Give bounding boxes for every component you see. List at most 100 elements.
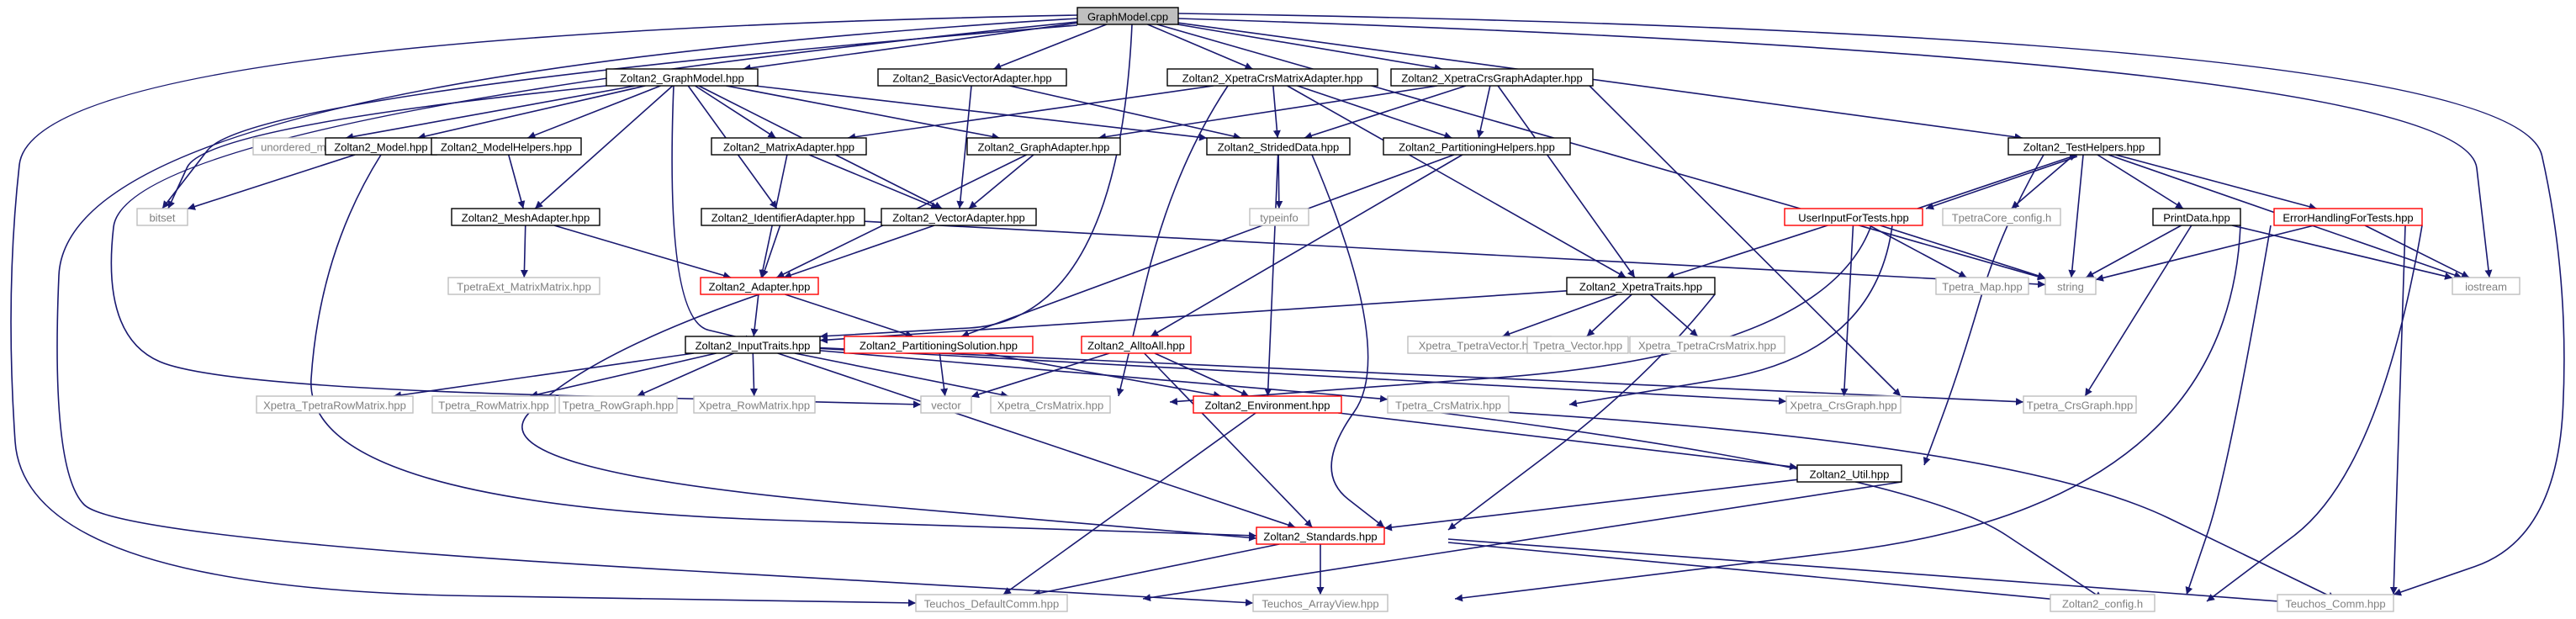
edge-userinputfortests-hpp-to-zoltan2-testhelpers-hpp bbox=[1917, 153, 2078, 209]
node-tpetra-vector-hpp[interactable]: Tpetra_Vector.hpp bbox=[1526, 336, 1629, 354]
node-zoltan2-adapter-hpp[interactable]: Zoltan2_Adapter.hpp bbox=[700, 277, 819, 295]
node-string[interactable]: string bbox=[2044, 277, 2097, 295]
node-zoltan2-xpetratraits-hpp[interactable]: Zoltan2_XpetraTraits.hpp bbox=[1566, 277, 1716, 295]
node-iostream[interactable]: iostream bbox=[2452, 277, 2520, 295]
node-zoltan2-testhelpers-hpp[interactable]: Zoltan2_TestHelpers.hpp bbox=[2007, 137, 2161, 156]
node-zoltan2-strideddata-hpp[interactable]: Zoltan2_StridedData.hpp bbox=[1206, 137, 1351, 156]
node-teuchos-arrayview-hpp[interactable]: Teuchos_ArrayView.hpp bbox=[1252, 594, 1389, 612]
node-tpetra-rowmatrix-hpp[interactable]: Tpetra_RowMatrix.hpp bbox=[431, 395, 556, 414]
node-label: Teuchos_DefaultComm.hpp bbox=[924, 598, 1059, 611]
edge-zoltan2-graphmodel-hpp-to-zoltan2-model-hpp bbox=[417, 85, 646, 140]
node-printdata-hpp[interactable]: PrintData.hpp bbox=[2152, 208, 2241, 226]
node-zoltan2-basicvectoradapter-hpp[interactable]: Zoltan2_BasicVectorAdapter.hpp bbox=[877, 68, 1067, 87]
node-label: Tpetra_CrsMatrix.hpp bbox=[1395, 399, 1501, 412]
node-label: Xpetra_TpetraVector.hpp bbox=[1419, 340, 1541, 352]
edge-zoltan2-environment-hpp-to-teuchos-defaultcomm-hpp bbox=[1002, 412, 1256, 595]
edge-zoltan2-inputtraits-hpp-to-tpetra-crsgraph-hpp bbox=[819, 347, 2024, 406]
edge-zoltan2-util-hpp-to-teuchos-defaultcomm-hpp bbox=[1142, 481, 1902, 602]
edge-userinputfortests-hpp-to-string bbox=[1880, 225, 2046, 280]
node-tpetra-crsmatrix-hpp[interactable]: Tpetra_CrsMatrix.hpp bbox=[1387, 395, 1510, 414]
node-xpetra-crsmatrix-hpp[interactable]: Xpetra_CrsMatrix.hpp bbox=[990, 395, 1111, 414]
node-graphmodel-cpp[interactable]: GraphModel.cpp bbox=[1076, 7, 1179, 25]
node-box bbox=[2273, 208, 2423, 226]
edge-zoltan2-xpetracrsgraphadapter-hpp-to-zoltan2-graphadapter-hpp bbox=[1098, 85, 1438, 141]
node-zoltan2-identifieradapter-hpp[interactable]: Zoltan2_IdentifierAdapter.hpp bbox=[701, 208, 865, 226]
node-zoltan2-vectoradapter-hpp[interactable]: Zoltan2_VectorAdapter.hpp bbox=[881, 208, 1037, 226]
node-tpetra-map-hpp[interactable]: Tpetra_Map.hpp bbox=[1935, 277, 2029, 295]
node-box bbox=[1193, 395, 1342, 414]
node-zoltan2-alltoall-hpp[interactable]: Zoltan2_AlltoAll.hpp bbox=[1081, 336, 1192, 354]
node-label: Zoltan2_Environment.hpp bbox=[1205, 399, 1330, 412]
edge-zoltan2-testhelpers-hpp-to-errorhandlingfortests-hpp bbox=[2115, 154, 2317, 211]
node-xpetra-crsgraph-hpp[interactable]: Xpetra_CrsGraph.hpp bbox=[1785, 395, 1902, 414]
node-box bbox=[1387, 395, 1510, 414]
node-zoltan2-graphmodel-hpp[interactable]: Zoltan2_GraphModel.hpp bbox=[606, 68, 759, 87]
node-label: Xpetra_CrsGraph.hpp bbox=[1790, 399, 1896, 412]
node-box bbox=[2023, 395, 2137, 414]
edge-graphmodel-cpp-to-bitset bbox=[161, 24, 1078, 209]
node-tpetra-crsgraph-hpp[interactable]: Tpetra_CrsGraph.hpp bbox=[2023, 395, 2137, 414]
edge-zoltan2-inputtraits-hpp-to-xpetra-crsmatrix-hpp bbox=[794, 352, 1009, 399]
node-label: Zoltan2_XpetraTraits.hpp bbox=[1579, 281, 1702, 294]
edge-zoltan2-testhelpers-hpp-to-string bbox=[2068, 154, 2084, 278]
node-userinputfortests-hpp[interactable]: UserInputForTests.hpp bbox=[1784, 208, 1923, 226]
node-vector[interactable]: vector bbox=[920, 395, 972, 414]
node-box bbox=[966, 137, 1121, 156]
node-xpetra-rowmatrix-hpp[interactable]: Xpetra_RowMatrix.hpp bbox=[693, 395, 816, 414]
edge-graphmodel-cpp-to-zoltan2-inputtraits-hpp bbox=[819, 24, 1133, 340]
node-zoltan2-xpetracrsmatrixadapter-hpp[interactable]: Zoltan2_XpetraCrsMatrixAdapter.hpp bbox=[1166, 68, 1378, 87]
node-zoltan2-modelhelpers-hpp[interactable]: Zoltan2_ModelHelpers.hpp bbox=[431, 137, 582, 156]
node-zoltan2-matrixadapter-hpp[interactable]: Zoltan2_MatrixAdapter.hpp bbox=[711, 137, 867, 156]
node-label: Zoltan2_MatrixAdapter.hpp bbox=[723, 141, 854, 154]
edge-printdata-hpp-to-iostream bbox=[2231, 225, 2453, 280]
edge-graphmodel-cpp-to-zoltan2-graphmodel-hpp bbox=[743, 22, 1078, 72]
node-zoltan2-environment-hpp[interactable]: Zoltan2_Environment.hpp bbox=[1193, 395, 1342, 414]
node-teuchos-comm-hpp[interactable]: Teuchos_Comm.hpp bbox=[2277, 594, 2394, 612]
node-tpetra-rowgraph-hpp[interactable]: Tpetra_RowGraph.hpp bbox=[558, 395, 678, 414]
node-label: Zoltan2_Standards.hpp bbox=[1263, 531, 1377, 543]
node-zoltan2-meshadapter-hpp[interactable]: Zoltan2_MeshAdapter.hpp bbox=[451, 208, 600, 226]
edge-graphmodel-cpp-to-teuchos-defaultcomm-hpp bbox=[10, 14, 1078, 607]
node-unordered-map[interactable]: unordered_map bbox=[252, 137, 346, 156]
node-box bbox=[693, 395, 816, 414]
node-label: Teuchos_ArrayView.hpp bbox=[1262, 598, 1378, 611]
node-typeinfo[interactable]: typeinfo bbox=[1249, 208, 1309, 226]
node-box bbox=[256, 395, 414, 414]
edge-zoltan2-alltoall-hpp-to-zoltan2-standards-hpp bbox=[1144, 352, 1313, 528]
node-zoltan2-standards-hpp[interactable]: Zoltan2_Standards.hpp bbox=[1256, 526, 1385, 545]
node-teuchos-defaultcomm-hpp[interactable]: Teuchos_DefaultComm.hpp bbox=[915, 594, 1068, 612]
edge-userinputfortests-hpp-to-xpetra-crsmatrix-hpp bbox=[1169, 225, 1872, 405]
node-tpetracore-config-h[interactable]: TpetraCore_config.h bbox=[1942, 208, 2061, 226]
node-zoltan2-xpetracrsgraphadapter-hpp[interactable]: Zoltan2_XpetraCrsGraphAdapter.hpp bbox=[1390, 68, 1594, 87]
node-zoltan2-partitioninghelpers-hpp[interactable]: Zoltan2_PartitioningHelpers.hpp bbox=[1383, 137, 1571, 156]
edge-zoltan2-xpetracrsgraphadapter-hpp-to-zoltan2-partitioninghelpers-hpp bbox=[1476, 85, 1491, 139]
edge-zoltan2-xpetracrsmatrixadapter-hpp-to-zoltan2-partitioninghelpers-hpp bbox=[1297, 85, 1452, 140]
node-label: Zoltan2_Adapter.hpp bbox=[709, 281, 811, 294]
node-bitset[interactable]: bitset bbox=[136, 208, 188, 226]
node-zoltan2-config-h[interactable]: Zoltan2_config.h bbox=[2050, 594, 2155, 612]
node-box bbox=[1390, 68, 1594, 87]
edge-zoltan2-adapter-hpp-to-zoltan2-inputtraits-hpp bbox=[750, 294, 759, 337]
node-zoltan2-model-hpp[interactable]: Zoltan2_Model.hpp bbox=[325, 137, 437, 156]
node-errorhandlingfortests-hpp[interactable]: ErrorHandlingForTests.hpp bbox=[2273, 208, 2423, 226]
node-xpetra-tpetrarowmatrix-hpp[interactable]: Xpetra_TpetraRowMatrix.hpp bbox=[256, 395, 414, 414]
node-zoltan2-inputtraits-hpp[interactable]: Zoltan2_InputTraits.hpp bbox=[685, 336, 821, 354]
node-xpetra-tpetracrsmatrix-hpp[interactable]: Xpetra_TpetraCrsMatrix.hpp bbox=[1629, 336, 1785, 354]
edge-zoltan2-xpetracrsmatrixadapter-hpp-to-zoltan2-strideddata-hpp bbox=[1272, 85, 1281, 139]
node-zoltan2-partitioningsolution-hpp[interactable]: Zoltan2_PartitioningSolution.hpp bbox=[844, 336, 1034, 354]
node-label: string bbox=[2057, 281, 2084, 294]
node-label: Tpetra_Vector.hpp bbox=[1533, 340, 1622, 352]
edge-zoltan2-inputtraits-hpp-to-xpetra-crsgraph-hpp bbox=[819, 347, 1787, 405]
node-label: TpetraExt_MatrixMatrix.hpp bbox=[457, 281, 591, 294]
node-zoltan2-graphadapter-hpp[interactable]: Zoltan2_GraphAdapter.hpp bbox=[966, 137, 1121, 156]
node-label: Zoltan2_AlltoAll.hpp bbox=[1087, 340, 1185, 352]
edge-zoltan2-inputtraits-hpp-to-zoltan2-standards-hpp bbox=[777, 352, 1296, 529]
node-zoltan2-util-hpp[interactable]: Zoltan2_Util.hpp bbox=[1796, 464, 1902, 483]
edge-zoltan2-basicvectoradapter-hpp-to-zoltan2-vectoradapter-hpp bbox=[956, 85, 972, 209]
edge-zoltan2-standards-hpp-to-teuchos-comm-hpp bbox=[1447, 538, 2336, 609]
node-box bbox=[431, 395, 556, 414]
node-tpetraext-matrixmatrix-hpp[interactable]: TpetraExt_MatrixMatrix.hpp bbox=[447, 277, 600, 295]
node-box bbox=[2452, 277, 2520, 295]
node-label: Zoltan2_PartitioningHelpers.hpp bbox=[1399, 141, 1555, 154]
